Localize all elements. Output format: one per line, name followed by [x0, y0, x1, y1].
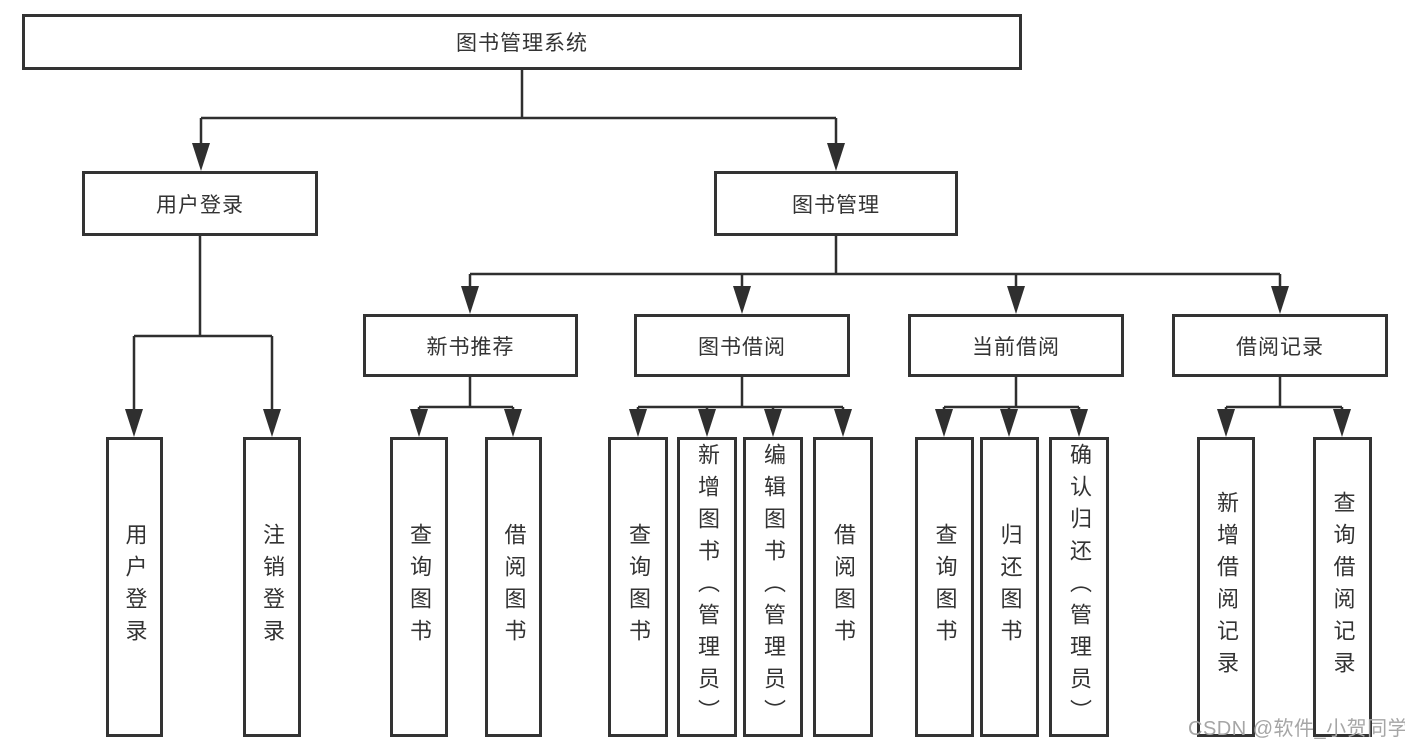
node-library-management-system: 图书管理系统: [22, 14, 1022, 70]
node-label: 新增借阅记录: [1214, 491, 1239, 683]
node-current-borrow: 当前借阅: [908, 314, 1124, 377]
leaf-edit-books-admin: 编辑图书（管理员）: [743, 437, 803, 737]
node-label: 查询图书: [407, 523, 432, 651]
leaf-query-books-borrow: 查询图书: [608, 437, 668, 737]
node-label: 查询借阅记录: [1330, 491, 1356, 683]
node-user-login: 用户登录: [82, 171, 318, 236]
node-label: 借阅记录: [1236, 335, 1324, 359]
node-borrow-records: 借阅记录: [1172, 314, 1388, 377]
node-book-borrow: 图书借阅: [634, 314, 850, 377]
leaf-borrow-books-recommend: 借阅图书: [485, 437, 542, 737]
node-label: 新书推荐: [426, 335, 515, 359]
node-label: 编辑图书（管理员）: [761, 443, 786, 731]
node-label: 归还图书: [997, 523, 1023, 651]
leaf-query-books-current: 查询图书: [915, 437, 974, 737]
leaf-logout: 注销登录: [243, 437, 301, 737]
node-label: 用户登录: [122, 523, 148, 651]
csdn-watermark: CSDN @软件_小贺同学: [1188, 718, 1405, 740]
node-label: 借阅图书: [501, 523, 527, 651]
leaf-user-login: 用户登录: [106, 437, 163, 737]
node-new-book-recommend: 新书推荐: [363, 314, 578, 377]
node-label: 确认归还（管理员）: [1067, 443, 1092, 731]
node-label: 图书管理系统: [456, 32, 588, 55]
node-label: 借阅图书: [831, 523, 856, 651]
node-label: 当前借阅: [972, 335, 1060, 359]
node-label: 图书借阅: [698, 335, 786, 359]
node-label: 查询图书: [932, 523, 958, 651]
node-book-management: 图书管理: [714, 171, 958, 236]
node-label: 查询图书: [626, 523, 651, 651]
leaf-return-books: 归还图书: [980, 437, 1039, 737]
leaf-borrow-books: 借阅图书: [813, 437, 873, 737]
node-label: 新增图书（管理员）: [695, 443, 720, 731]
leaf-confirm-return-admin: 确认归还（管理员）: [1049, 437, 1109, 737]
leaf-query-books-recommend: 查询图书: [390, 437, 448, 737]
node-label: 用户登录: [156, 193, 244, 217]
node-label: 图书管理: [792, 193, 880, 217]
leaf-add-borrow-record: 新增借阅记录: [1197, 437, 1255, 737]
leaf-add-books-admin: 新增图书（管理员）: [677, 437, 737, 737]
leaf-query-borrow-record: 查询借阅记录: [1313, 437, 1372, 737]
node-label: 注销登录: [260, 523, 285, 651]
